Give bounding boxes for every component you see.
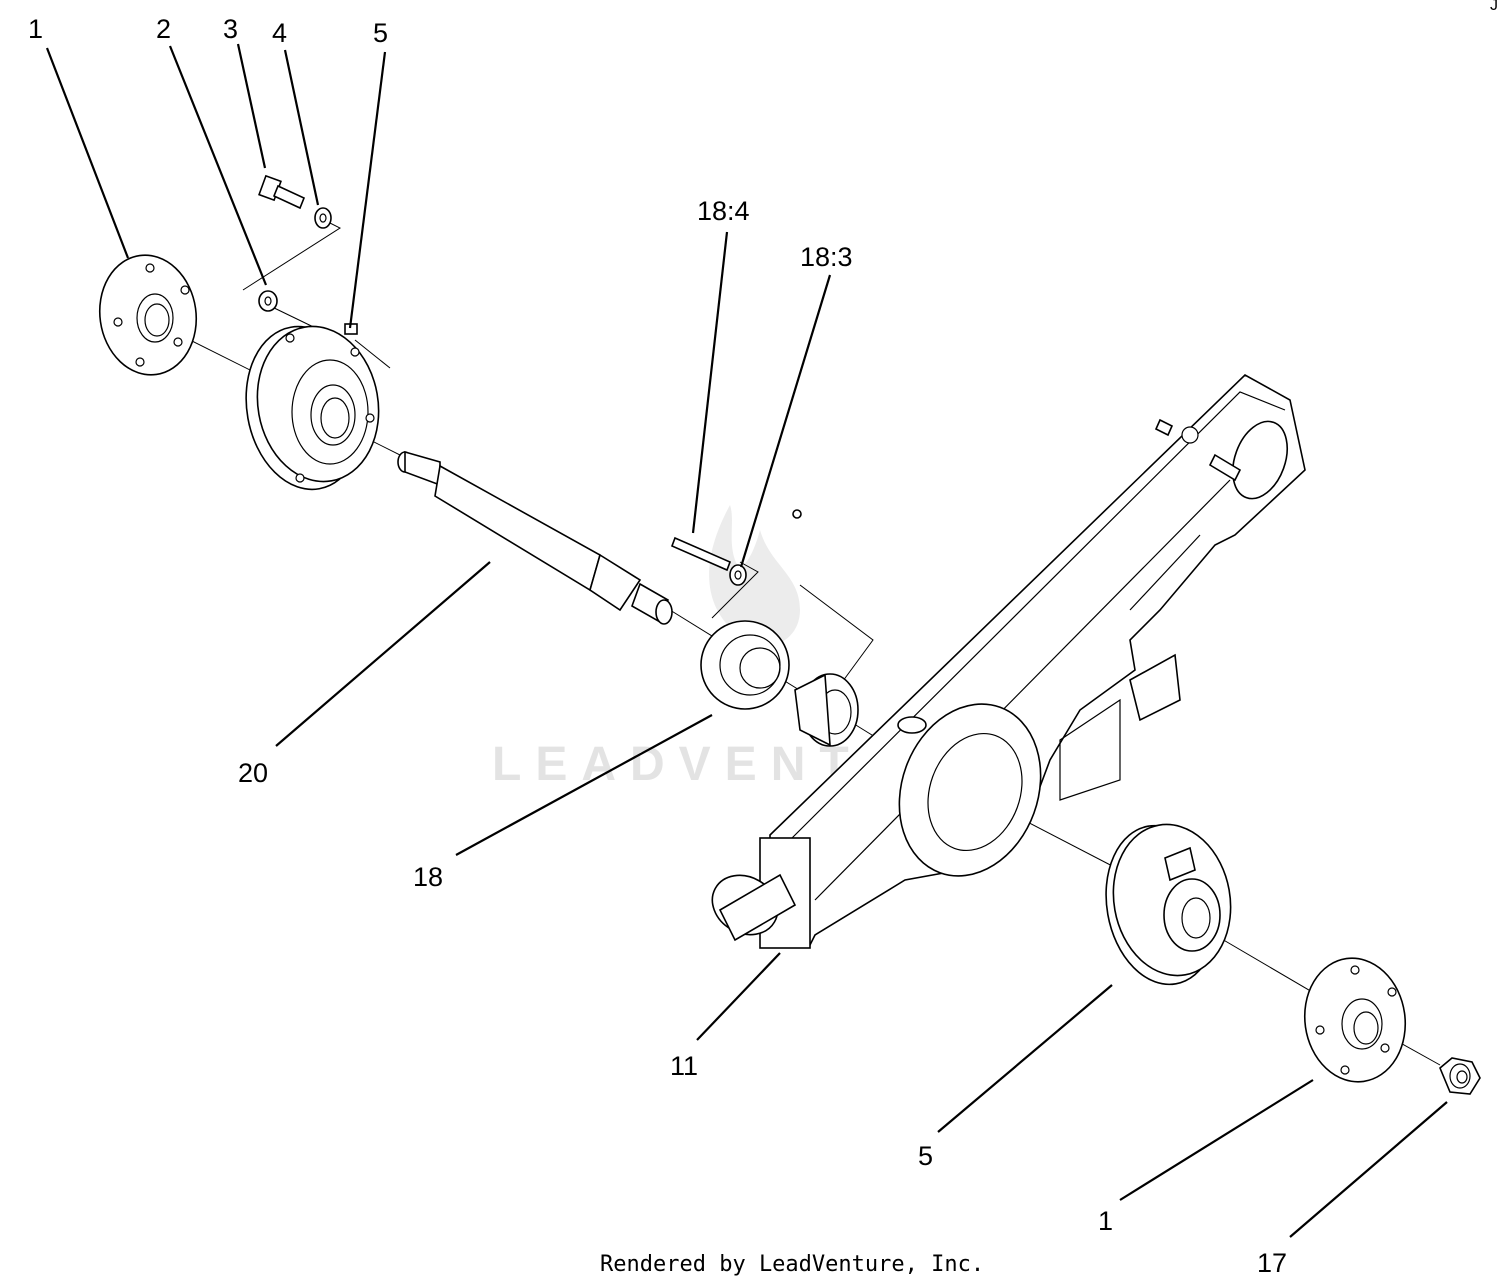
- callout-1-top: 1: [28, 14, 43, 44]
- bearing-housing-top: [245, 323, 380, 491]
- callout-5-bottom: 5: [918, 1141, 933, 1171]
- callout-11: 11: [670, 1051, 698, 1081]
- callout-2: 2: [156, 14, 171, 44]
- axle-shaft: [397, 450, 673, 625]
- sprocket-assembly: [670, 509, 859, 747]
- callout-17: 17: [1257, 1248, 1287, 1278]
- callout-20: 20: [238, 758, 268, 788]
- bolt-hardware: [258, 174, 332, 312]
- callout-18-4: 18:4: [697, 196, 750, 226]
- flange-plate-bottom: [1303, 957, 1407, 1083]
- flange-plate-top: [98, 254, 198, 376]
- leader-lines: [45, 43, 1448, 1238]
- callout-18-3: 18:3: [800, 242, 853, 272]
- callout-labels: 1 2 3 4 5 18:4 18:3 20 18 11 5 1 17: [28, 14, 1287, 1278]
- corner-mark: J: [1490, 0, 1498, 14]
- hex-nut: [1439, 1057, 1481, 1095]
- callout-1-bottom: 1: [1098, 1206, 1113, 1236]
- callout-5-top: 5: [373, 18, 388, 48]
- bearing-housing-bottom: [1105, 823, 1232, 986]
- callout-18: 18: [413, 862, 443, 892]
- callout-4: 4: [272, 18, 287, 48]
- callout-3: 3: [223, 14, 238, 44]
- chain-case-frame: [711, 374, 1306, 949]
- footer-credit: Rendered by LeadVenture, Inc.: [600, 1252, 984, 1277]
